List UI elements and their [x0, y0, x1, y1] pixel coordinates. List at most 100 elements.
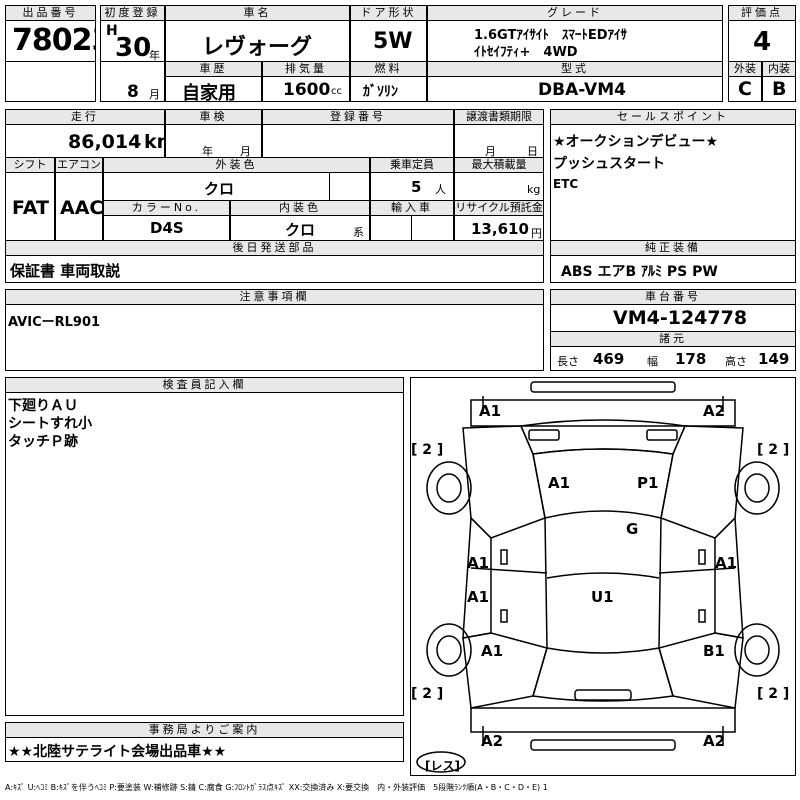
fuel-header: 燃料 [350, 61, 427, 77]
tire-rear-right: [ 2 ] [757, 686, 789, 702]
max-load-cell: kg [454, 172, 544, 201]
interior-cell: B [762, 76, 796, 102]
recycle-header: リサイクル預託金 [454, 200, 544, 216]
width-value: 178 [675, 350, 707, 368]
length-label: 長さ [557, 355, 579, 368]
score: 4 [753, 27, 772, 57]
ext-color-header: 外装色 [103, 157, 370, 173]
sales-point-header: セールスポイント [550, 109, 796, 125]
int-color-header: 内装色 [230, 200, 370, 216]
height-value: 149 [758, 350, 790, 368]
year-unit: 年 [149, 49, 160, 62]
lot-no-cell: 78023 [5, 20, 96, 62]
car-name-cell: レヴォーグ [165, 20, 350, 62]
interior-header: 内装 [762, 61, 796, 77]
mark-hood-right: P1 [637, 474, 658, 492]
genuine-equipment: ABS エアB ｱﾙﾐ PS PW [561, 264, 718, 280]
ext-color: クロ [204, 180, 235, 198]
office-cell: ★★北陸サテライト会場出品車★★ [5, 737, 404, 762]
mileage: 86,014 [68, 131, 142, 153]
sales-point-1: ★オークションデビュー★ [553, 134, 719, 150]
inspector-cell: 下廻りＡＵ シートすれ小 タッチＰ跡 [5, 392, 404, 716]
recycle: 13,610 [471, 220, 529, 238]
color-no-header: カラーNo. [103, 200, 230, 216]
inspector-note-3: タッチＰ跡 [8, 434, 78, 450]
specs-cell: 長さ 469 幅 178 高さ 149 [550, 346, 796, 371]
width-label: 幅 [647, 355, 658, 368]
car-name: レヴォーグ [202, 35, 313, 60]
exterior-header: 外装 [728, 61, 762, 77]
mark-right-door: A1 [715, 554, 737, 572]
import-header: 輸入車 [370, 200, 454, 216]
history: 自家用 [182, 83, 236, 102]
exterior-cell: C [728, 76, 762, 102]
displacement-header: 排気量 [262, 61, 350, 77]
import-cell-b [411, 215, 454, 241]
lot-no-header: 出品番号 [5, 5, 96, 21]
chassis-no: VM4-124778 [613, 307, 748, 329]
chassis-cell: VM4-124778 [550, 304, 796, 332]
color-no: D4S [150, 219, 184, 237]
inspector-note-2: シートすれ小 [8, 416, 92, 432]
first-reg-header: 初度登録 [100, 5, 165, 21]
tire-front-right: [ 2 ] [757, 442, 789, 458]
exterior-grade: C [738, 78, 752, 100]
inspector-note-1: 下廻りＡＵ [8, 398, 78, 414]
transfer-day-unit: 日 [527, 145, 538, 158]
mark-right-quarter: B1 [703, 642, 725, 660]
import-cell-a [370, 215, 412, 241]
aircon-cell: AAC [55, 172, 103, 241]
month-unit: 月 [149, 88, 160, 101]
ext-color-sub-cell [329, 172, 370, 201]
inspector-header: 検査員記入欄 [5, 377, 404, 393]
int-color-cell: クロ 系 [230, 215, 370, 241]
mark-left-rear-door: A1 [467, 588, 489, 606]
fuel: ｶﾞｿﾘﾝ [363, 84, 398, 100]
length-value: 469 [593, 350, 625, 368]
door-header: ドア形状 [350, 5, 427, 21]
displacement-cell: 1600 cc [262, 76, 350, 102]
score-cell: 4 [728, 20, 796, 62]
grade-header: グレード [427, 5, 723, 21]
transfer-header: 譲渡書類期限 [454, 109, 544, 125]
ext-color-cell: クロ [103, 172, 330, 201]
tire-front-left: [ 2 ] [411, 442, 443, 458]
car-name-header: 車名 [165, 5, 350, 21]
int-color: クロ [285, 221, 316, 239]
notes-cell: AVICーRL901 [5, 304, 544, 371]
model: DBA-VM4 [538, 80, 626, 100]
mark-left-quarter: A1 [481, 642, 503, 660]
genuine-cell: ABS エアB ｱﾙﾐ PS PW [550, 255, 796, 283]
damage-diagram: A1 A2 A1 P1 G A1 A1 A1 U1 A1 B1 A2 A2 [ … [410, 377, 796, 776]
mileage-header: 走行 [5, 109, 165, 125]
kei-unit: 系 [353, 226, 364, 239]
genuine-header: 純正装備 [550, 240, 796, 256]
displacement: 1600 [283, 80, 331, 100]
height-label: 高さ [725, 355, 747, 368]
fuel-cell: ｶﾞｿﾘﾝ [350, 76, 427, 102]
office-message: ★★北陸サテライト会場出品車★★ [8, 744, 227, 760]
notes-header: 注意事項欄 [5, 289, 544, 305]
specs-header: 諸元 [550, 331, 796, 347]
door-cell: 5W [350, 20, 427, 62]
model-cell: DBA-VM4 [427, 76, 723, 102]
shift-cell: FAT [5, 172, 55, 241]
office-header: 事務局よりご案内 [5, 722, 404, 738]
color-no-cell: D4S [103, 215, 230, 241]
person-unit: 人 [435, 183, 446, 196]
sales-point-3: ETC [553, 177, 579, 191]
model-header: 型式 [427, 61, 723, 77]
inspection-header: 車検 [165, 109, 262, 125]
history-cell: 自家用 [165, 76, 262, 102]
grade-line2: ｲﾄｾｲﾌﾃｨ+ 4WD [474, 45, 578, 60]
reg-no-cell [262, 124, 454, 158]
grade-line1: 1.6GTｱｲｻｲﾄ ｽﾏｰﾄEDｱｲｻ [474, 28, 628, 43]
shift-header: シフト [5, 157, 55, 173]
mark-front-right: A2 [703, 402, 725, 420]
later-parts-cell: 保証書 車両取説 [5, 255, 544, 283]
aircon-header: エアコン [55, 157, 103, 173]
mark-rear-left: A2 [481, 732, 503, 750]
mileage-cell: 86,014 km [5, 124, 165, 158]
max-load-header: 最大積載量 [454, 157, 544, 173]
sales-point-cell: ★オークションデビュー★ プッシュスタート ETC [550, 124, 796, 241]
